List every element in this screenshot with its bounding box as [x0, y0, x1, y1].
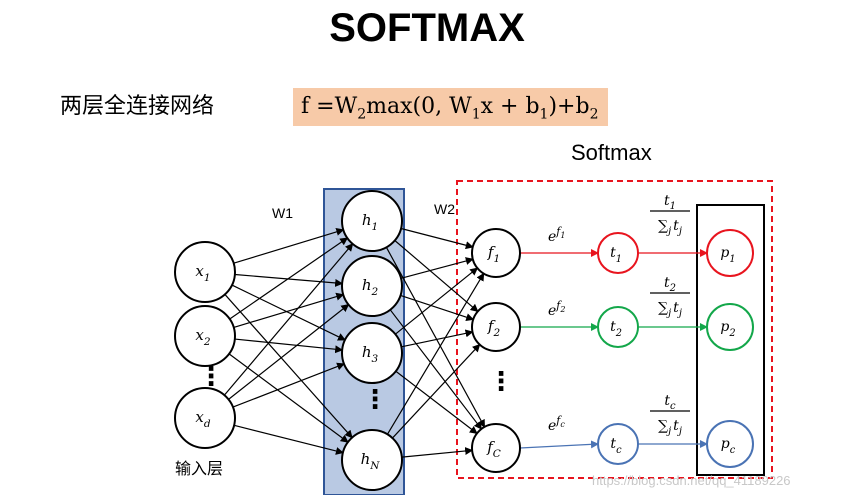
- t-node-3-circle: [597, 423, 639, 465]
- edge-input-2-hidden-1: [229, 237, 349, 320]
- edge-input-2-hidden-2: [233, 292, 345, 328]
- softmax-region: [456, 180, 773, 479]
- t-node-3: tc: [597, 423, 639, 465]
- nodes: x1 x2 xd h1 h2 h3 hN f1 f2 fC t1 t2 tc p1 p2 pc ef1 ef2 ef…: [174, 190, 754, 491]
- hidden-node-3: h3: [341, 322, 403, 384]
- node-label: f1: [487, 243, 500, 265]
- node-label: h2: [362, 276, 379, 298]
- edge-input-3-hidden-4: [233, 424, 344, 455]
- edge-input-2-hidden-3: [234, 338, 344, 354]
- page-title: SOFTMAX: [329, 6, 525, 50]
- t-node-2: t2: [597, 306, 639, 348]
- edge-hidden-1-output-2: [394, 240, 479, 313]
- edge-input-2-hidden-4: [228, 353, 349, 443]
- edge-hidden-2-output-3: [389, 309, 483, 430]
- output-ellipsis: ⋮: [488, 367, 514, 397]
- w1-label: W1: [272, 205, 293, 221]
- edge-hidden-4-output-2: [392, 343, 481, 439]
- formula-box: f =W2max(0, W1x + b1)+b2: [293, 88, 608, 126]
- input-node-3: xd: [174, 387, 236, 449]
- p-node-3: pc: [706, 420, 754, 468]
- edge-input-1-hidden-1: [233, 227, 345, 264]
- edge-input-3-hidden-1: [223, 243, 354, 396]
- edge-hidden-3-output-1: [394, 267, 479, 335]
- input-node-1: x1: [174, 241, 236, 303]
- hidden-node-4: hN: [341, 429, 403, 491]
- p-node-1: p1: [706, 229, 754, 277]
- node-label: h3: [362, 343, 379, 365]
- node-label: x1: [195, 262, 210, 284]
- input-ellipsis: ⋮: [198, 362, 224, 392]
- edge-hidden-3-output-2: [401, 329, 474, 348]
- node-label: tc: [610, 436, 622, 456]
- output-node-1: f1: [471, 228, 521, 278]
- output-node-2: f2: [471, 302, 521, 352]
- input-layer-label: 输入层: [175, 459, 223, 478]
- exp-label-2: ef2: [548, 299, 565, 319]
- node-label: t2: [610, 319, 622, 339]
- edge-hidden-2-output-2: [400, 294, 475, 322]
- edge-input-1-hidden-3: [231, 284, 346, 341]
- p-node-3-circle: [706, 420, 754, 468]
- input-node-3-circle: [174, 387, 236, 449]
- edge-hidden-4-output-3: [401, 447, 474, 458]
- edge-input-3-hidden-3: [232, 362, 345, 408]
- output-node-3: fC: [471, 423, 521, 473]
- input-node-2: x2: [174, 305, 236, 367]
- t-node-2-circle: [597, 306, 639, 348]
- t-node-1: t1: [597, 232, 639, 274]
- node-label: h1: [362, 211, 378, 233]
- p-node-1-circle: [706, 229, 754, 277]
- hidden-node-1: h1: [341, 190, 403, 252]
- edge-input-3-hidden-2: [228, 303, 350, 400]
- p-node-2: p2: [706, 303, 754, 351]
- node-label: fC: [486, 438, 501, 460]
- edge-input-1-hidden-4: [224, 294, 353, 439]
- edge-exp-3: [519, 440, 599, 449]
- exp-label-3: efc: [548, 414, 565, 434]
- node-label: t1: [610, 245, 622, 265]
- node-label: p1: [720, 245, 735, 265]
- edge-hidden-2-output-1: [400, 257, 474, 279]
- hidden-node-1-circle: [341, 190, 403, 252]
- fraction-numerator: t2: [664, 275, 676, 294]
- output-node-1-circle: [471, 228, 521, 278]
- input-node-2-circle: [174, 305, 236, 367]
- edge-hidden-4-output-1: [386, 272, 485, 435]
- exp-label-1: ef1: [548, 225, 565, 245]
- edge-hidden-3-output-3: [395, 370, 478, 435]
- node-label: pc: [721, 436, 736, 456]
- node-label: hN: [361, 450, 381, 472]
- fraction-numerator: t1: [664, 193, 676, 212]
- node-label: xd: [195, 408, 210, 430]
- t-node-1-circle: [597, 232, 639, 274]
- watermark: https://blog.csdn.net/qq_41189226: [592, 473, 791, 488]
- input-node-1-circle: [174, 241, 236, 303]
- output-node-3-circle: [471, 423, 521, 473]
- edge-hidden-1-output-1: [400, 227, 474, 250]
- probability-box: [696, 204, 765, 476]
- hidden-node-2: h2: [341, 255, 403, 317]
- output-node-2-circle: [471, 302, 521, 352]
- network-subtitle: 两层全连接网络: [60, 94, 215, 119]
- hidden-node-4-circle: [341, 429, 403, 491]
- node-label: x2: [195, 326, 210, 348]
- hidden-node-3-circle: [341, 322, 403, 384]
- fraction-numerator: tc: [664, 393, 676, 412]
- hidden-node-2-circle: [341, 255, 403, 317]
- node-label: p2: [720, 319, 735, 339]
- w2-label: W2: [434, 201, 455, 217]
- p-node-2-circle: [706, 303, 754, 351]
- hidden-ellipsis: ⋮: [362, 385, 388, 415]
- edges: [223, 227, 708, 458]
- softmax-label: Softmax: [571, 140, 652, 165]
- node-label: f2: [487, 317, 501, 339]
